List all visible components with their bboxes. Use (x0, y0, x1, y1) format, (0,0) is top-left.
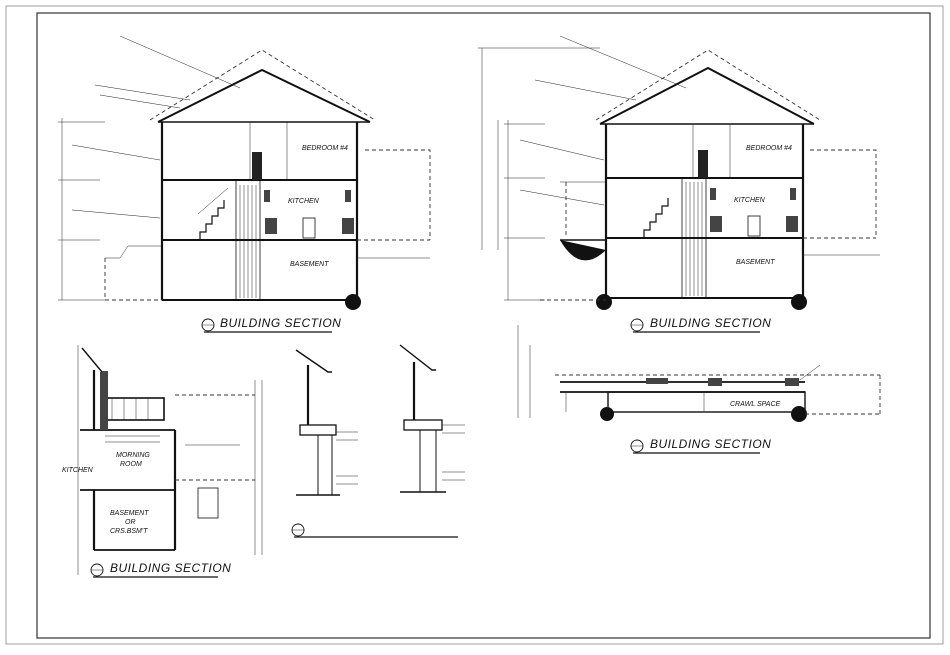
leader-1 (119, 35, 241, 89)
s4-hatch-a (646, 378, 668, 384)
leader-2c (519, 139, 605, 161)
s4-footing-b (791, 406, 807, 422)
room-label-kitchen-3: KITCHEN (62, 467, 94, 474)
bay-b-base (419, 429, 437, 493)
building-section-1: BEDROOM #4 KITCHEN BASEMENT BUILDING SEC… (58, 35, 431, 333)
room-label-basement-3: BASEMENT (110, 510, 149, 517)
s4-leader (799, 364, 821, 381)
room-label-morning-2: ROOM (120, 461, 142, 468)
bay-b-roof (399, 344, 436, 371)
room-label-kitchen-2: KITCHEN (734, 197, 766, 204)
stair-rail (197, 187, 229, 215)
cabinet-hatch-2 (342, 218, 354, 234)
bay-a-sill (299, 424, 337, 436)
section-title-2: BUILDING SECTION (650, 316, 771, 330)
room-label-bedroom-2: BEDROOM #4 (746, 145, 792, 152)
s4-footing-a (600, 407, 614, 421)
window-hatch (264, 190, 270, 202)
leader-2a (559, 35, 687, 89)
leader-2d (519, 189, 605, 206)
section-title-3: BUILDING SECTION (110, 561, 231, 575)
room-label-basement-2: BASEMENT (736, 259, 775, 266)
building-section-2: BEDROOM #4 KITCHEN BASEMENT BUILDING SEC… (478, 35, 880, 333)
footing-2a (596, 294, 612, 310)
outer-border (5, 5, 944, 645)
building-section-3: MORNING ROOM KITCHEN BASEMENT OR CRS.BSM… (62, 345, 263, 578)
leader-4 (71, 144, 161, 161)
grade-left (105, 245, 162, 259)
leader-5 (71, 209, 161, 219)
porch-outline (365, 149, 431, 240)
room-label-morning-1: MORNING (116, 452, 150, 459)
cabinet-2a (710, 216, 722, 232)
room-label-crs: CRS.BSM'T (110, 528, 148, 535)
window-hatch-2a (710, 188, 716, 200)
leader-3 (99, 94, 181, 109)
bay-a-base (317, 434, 333, 496)
s3-roof (81, 347, 108, 373)
building-section-4: CRAWL SPACE BUILDING SECTION (517, 325, 881, 454)
leader-2 (94, 84, 191, 101)
s3-step (197, 487, 219, 519)
room-label-or: OR (125, 519, 136, 526)
bay-b-sill (403, 419, 443, 431)
fridge-2 (747, 215, 761, 237)
s4-hatch-b (708, 378, 722, 386)
fridge (302, 217, 316, 239)
stair-top-hatch (252, 152, 262, 180)
s4-crawl-box (607, 391, 806, 413)
drawing-border (36, 12, 931, 639)
s3-cabinet (103, 397, 165, 421)
porch-outline-2 (810, 149, 877, 238)
section-title-1: BUILDING SECTION (220, 316, 341, 330)
s3-window-hatch (100, 372, 108, 430)
footing (345, 294, 361, 310)
window-hatch-2b (790, 188, 796, 200)
cabinet-2b (786, 216, 798, 232)
s4-hatch-c (785, 378, 799, 386)
stair-top-hatch-2 (698, 150, 708, 178)
stair-well (235, 179, 261, 301)
room-label-bedroom: BEDROOM #4 (302, 145, 348, 152)
bay-window-details (291, 344, 465, 538)
roof-outline-2 (595, 49, 821, 121)
cabinet-hatch (265, 218, 277, 234)
bay-a-roof (295, 349, 332, 373)
stair-well-2 (681, 177, 707, 299)
roof-outline (149, 49, 376, 121)
room-label-crawl: CRAWL SPACE (730, 401, 781, 408)
stair-flight (199, 200, 225, 240)
footing-2b (791, 294, 807, 310)
roof-line (157, 68, 371, 123)
room-label-kitchen: KITCHEN (288, 198, 320, 205)
leader-2b (534, 79, 637, 101)
window-hatch-2 (345, 190, 351, 202)
stair-flight-2 (643, 198, 669, 238)
room-label-basement: BASEMENT (290, 261, 329, 268)
section-title-4: BUILDING SECTION (650, 437, 771, 451)
roof-line-2 (599, 66, 815, 125)
porch-footing (560, 240, 606, 261)
